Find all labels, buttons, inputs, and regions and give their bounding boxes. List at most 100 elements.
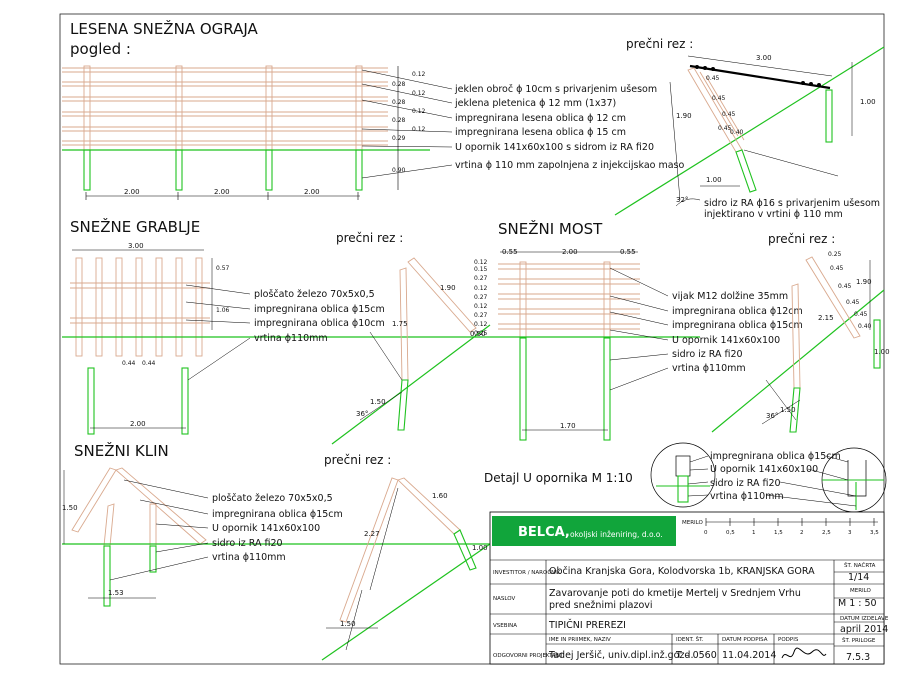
project-label: NASLOV	[493, 596, 515, 602]
most-label-bolt: vijak M12 dolžine 35mm	[672, 291, 788, 302]
ident-value: T – 0560	[675, 650, 717, 661]
grablje-dim-gap1: 0.44	[122, 360, 136, 367]
ograja-sec-dim-width: 3.00	[756, 54, 772, 62]
most-sec-dim-0: 0.25	[828, 251, 842, 258]
grablje-sec-dim-length: 1.90	[440, 284, 456, 292]
company-subtitle: okoljski inženiring, d.o.o.	[570, 530, 663, 539]
klin-section-dims: 1.60 2.27 1.00 1.50	[340, 492, 488, 628]
grablje-sec-dim-angle: 36°	[356, 410, 368, 418]
klin-cross-section	[321, 477, 491, 661]
signature-header: PODPIS	[778, 637, 799, 643]
detail-labels: impregnirana oblica ϕ15cm U opornik 141x…	[710, 451, 841, 502]
scale-value: M 1 : 50	[838, 598, 877, 609]
most-sd-1: 0.15	[474, 266, 488, 273]
grablje-dim-gap2: 0.44	[142, 360, 156, 367]
title-block: BELCA, okoljski inženiring, d.o.o. MERIL…	[489, 511, 889, 665]
ograja-dim-g: 0.12	[412, 126, 426, 133]
signature-scribble	[781, 647, 827, 659]
ograja-spacing-2: 2.00	[214, 188, 230, 196]
scale-tick-5: 2,5	[822, 530, 831, 536]
scale-bar-label: MERILO	[682, 520, 704, 526]
scale-bar-ticks: 0 0,5 1 1,5 2 2,5 3 3,5	[704, 530, 879, 536]
grablje-section-title: prečni rez :	[336, 231, 403, 245]
detail-label-borehole: vrtina ϕ110mm	[710, 491, 784, 502]
ograja-side-dims: 0.12 0.28 0.12 0.28 0.12 0.28 0.12 0.29 …	[392, 71, 426, 174]
most-section-dims: 0.25 0.45 0.45 0.45 0.45 0.40 1.90 2.15 …	[766, 251, 890, 420]
most-label-support: U opornik 141x60x100	[672, 335, 780, 346]
ograja-section-ground	[614, 46, 885, 216]
scale-tick-6: 3	[848, 530, 852, 536]
ograja-spacing-1: 2.00	[124, 188, 140, 196]
sheet-frame	[59, 13, 885, 665]
klin-title: SNEŽNI KLIN	[74, 441, 169, 460]
company-logo	[492, 516, 676, 546]
sign-date-value: 11.04.2014	[722, 650, 776, 661]
grablje-sec-dim-depth: 1.50	[370, 398, 386, 406]
ograja-view-label: pogled :	[70, 40, 131, 58]
most-label-borehole: vrtina ϕ110mm	[672, 363, 746, 374]
most-label-log15: impregnirana oblica ϕ15cm	[672, 320, 803, 331]
most-dim-left: 0.55	[502, 248, 518, 256]
klin-label-iron: ploščato železo 70x5x0,5	[212, 493, 333, 504]
investor-label: INVESTITOR / NAROČNIK	[493, 569, 561, 576]
scale-tick-2: 1	[752, 530, 756, 536]
ograja-anchor-label-2: injektirano v vrtini ϕ 110 mm	[704, 209, 843, 220]
project-title-line2: pred snežnimi plazovi	[549, 600, 653, 611]
most-sd-2: 0.27	[474, 275, 488, 282]
ograja-elevation	[62, 65, 430, 200]
klin-dim-width: 1.53	[108, 589, 124, 597]
ograja-sec-dim-depth: 1.00	[706, 176, 722, 184]
most-sec-dim-end: 1.00	[874, 348, 890, 356]
scale-bar	[705, 518, 878, 526]
most-sec-dim-4: 0.45	[854, 311, 868, 318]
klin-label-anchor: sidro iz RA fi20	[212, 538, 283, 549]
scale-tick-4: 2	[800, 530, 804, 536]
most-section-title: prečni rez :	[768, 232, 835, 246]
scale-tick-3: 1,5	[774, 530, 783, 536]
ograja-spacing-dims: 2.00 2.00 2.00	[124, 188, 320, 196]
klin-label-borehole: vrtina ϕ110mm	[212, 552, 286, 563]
ograja-spacing-3: 2.00	[304, 188, 320, 196]
most-sec-dim-depth: 1.50	[780, 406, 796, 414]
drawing-number-value: 1/14	[848, 572, 869, 583]
most-sec-dim-5: 0.40	[858, 323, 872, 330]
most-sec-dim-post: 2.15	[818, 314, 834, 322]
detail-label-support: U opornik 141x60x100	[710, 464, 818, 475]
grablje-section-dims: 1.90 1.75 0.50 1.50 36°	[356, 284, 486, 418]
responsible-label: ODGOVORNI PROJEKTANT	[493, 653, 564, 659]
grablje-label-borehole: vrtina ϕ110mm	[254, 333, 328, 344]
ograja-dim-i: 0.90	[392, 167, 406, 174]
most-dim-bottom: 1.70	[560, 422, 576, 430]
klin-sec-dim-1: 2.27	[364, 530, 380, 538]
ograja-sec-dim-height: 1.00	[860, 98, 876, 106]
date-label: DATUM IZDELAVE	[840, 616, 889, 622]
ograja-sec-dim-3: 0.45	[722, 111, 736, 118]
most-sd-4: 0.27	[474, 294, 488, 301]
klin-label-log15: impregnirana oblica ϕ15cm	[212, 509, 343, 520]
ograja-dim-a: 0.12	[412, 71, 426, 78]
title-block-grid	[490, 559, 884, 664]
most-sec-dim-2: 0.45	[838, 283, 852, 290]
ograja-label-support: U opornik 141x60x100 s sidrom iz RA fi20	[455, 142, 654, 153]
klin-sec-dim-2: 1.00	[472, 544, 488, 552]
grablje-dim-width: 3.00	[128, 242, 144, 250]
project-title-line1: Zavarovanje poti do kmetije Mertelj v Sr…	[549, 588, 801, 599]
most-sd-3: 0.12	[474, 285, 488, 292]
ograja-dim-h: 0.29	[392, 135, 406, 142]
responsible-name: Tadej Jeršič, univ.dipl.inž.gozd.	[548, 650, 693, 661]
most-sec-dim-angle: 36°	[766, 412, 778, 420]
ograja-section-dims: 3.00 0.45 0.45 0.45 0.45 0.40 1.90 1.00 …	[676, 54, 876, 204]
ograja-section-title: prečni rez :	[626, 37, 693, 51]
ograja-dim-d: 0.28	[392, 99, 406, 106]
detail-label-anchor: sidro iz RA fi20	[710, 478, 781, 489]
ograja-leaders	[361, 69, 453, 179]
attachment-header: ŠT. PRILOGE	[842, 637, 876, 644]
most-sec-dim-3: 0.45	[846, 299, 860, 306]
ograja-title: LESENA SNEŽNA OGRAJA	[70, 19, 258, 38]
grablje-label-log15: impregnirana oblica ϕ15cm	[254, 304, 385, 315]
grablje-dim-mid: 1.06	[216, 307, 230, 314]
scale-tick-7: 3,5	[870, 530, 879, 536]
ograja-dim-b: 0.28	[392, 81, 406, 88]
most-sd-0: 0.12	[474, 259, 488, 266]
